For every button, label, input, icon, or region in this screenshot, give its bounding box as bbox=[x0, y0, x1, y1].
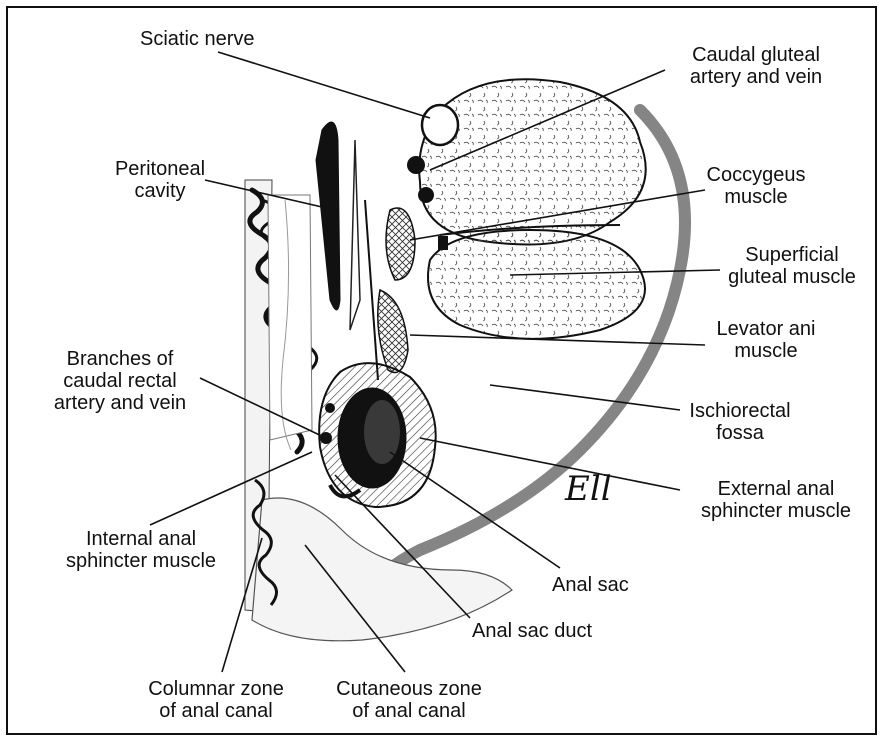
peritoneal-cavity-slit bbox=[316, 122, 340, 310]
label-anal-sac-duct: Anal sac duct bbox=[472, 620, 592, 642]
label-branches-caudal-rectal: Branches of caudal rectal artery and vei… bbox=[40, 348, 200, 414]
caudal-rectal-vessel-1 bbox=[325, 403, 335, 413]
label-sciatic-nerve: Sciatic nerve bbox=[140, 28, 255, 50]
label-superficial-gluteal-muscle: Superficial gluteal muscle bbox=[712, 244, 872, 288]
label-coccygeus-muscle: Coccygeus muscle bbox=[700, 164, 812, 208]
label-peritoneal-cavity: Peritoneal cavity bbox=[100, 158, 220, 202]
caudal-gluteal-vein bbox=[418, 187, 434, 203]
label-caudal-gluteal-artery-vein: Caudal gluteal artery and vein bbox=[664, 44, 848, 88]
coccygeus-muscle bbox=[386, 208, 415, 280]
label-internal-anal-sphincter: Internal anal sphincter muscle bbox=[46, 528, 236, 572]
label-anal-sac: Anal sac bbox=[552, 574, 629, 596]
levator-ani-muscle bbox=[378, 290, 408, 373]
label-cutaneous-zone: Cutaneous zone of anal canal bbox=[314, 678, 504, 722]
caudal-gluteal-artery bbox=[407, 156, 425, 174]
label-levator-ani-muscle: Levator ani muscle bbox=[706, 318, 826, 362]
label-ischiorectal-fossa: Ischiorectal fossa bbox=[680, 400, 800, 444]
sciatic-nerve bbox=[422, 105, 458, 145]
label-columnar-zone: Columnar zone of anal canal bbox=[126, 678, 306, 722]
artist-signature: Ell bbox=[564, 469, 612, 509]
label-external-anal-sphincter: External anal sphincter muscle bbox=[686, 478, 866, 522]
coccygeus-vessel bbox=[438, 236, 448, 250]
